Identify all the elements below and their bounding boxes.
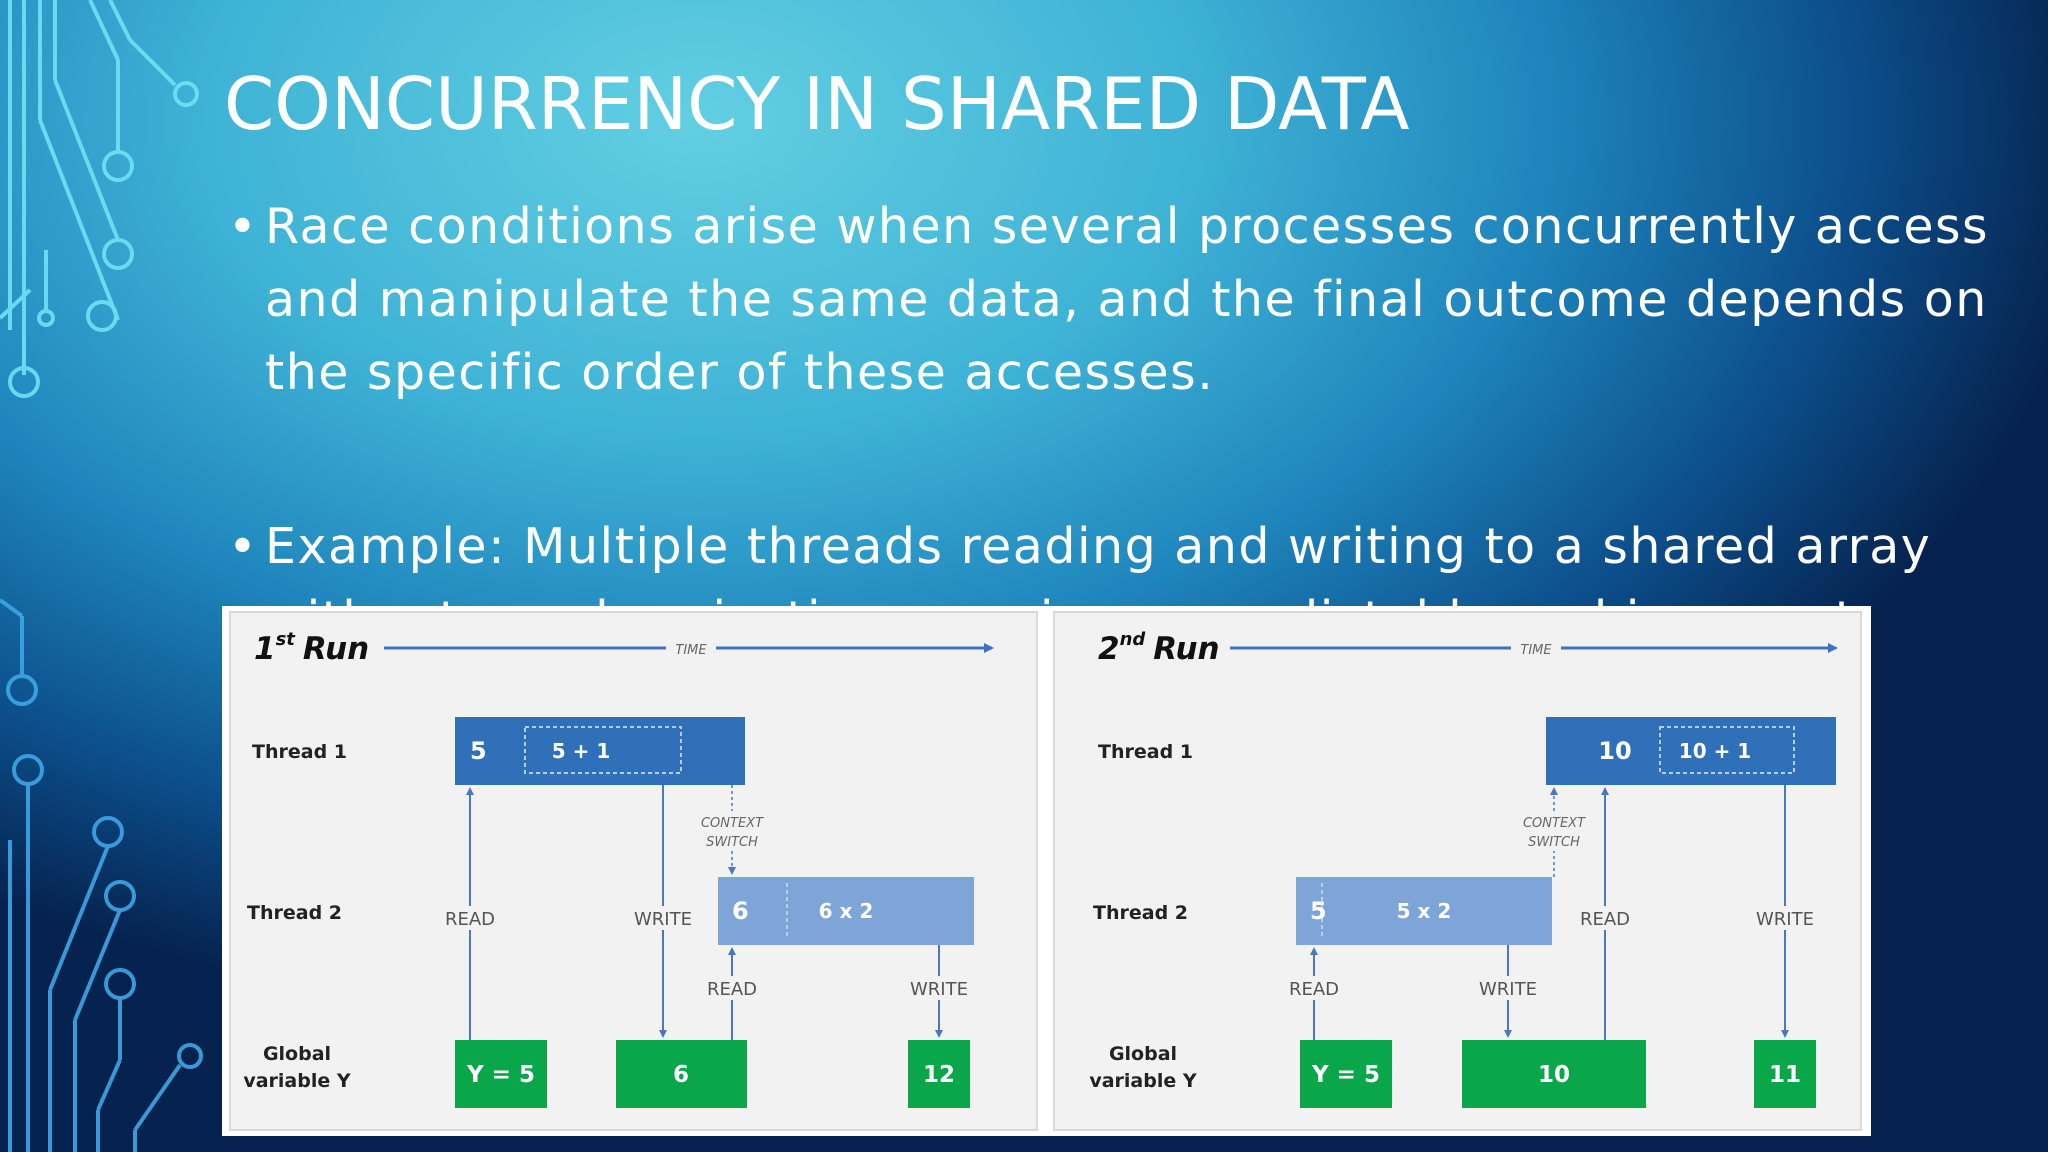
- run-2-global-label-line2: variable Y: [1089, 1070, 1197, 1092]
- run-2-global-label-line1: Global: [1109, 1043, 1177, 1065]
- run-2-background: [1053, 611, 1862, 1131]
- run-2-global-value-1: Y = 5: [1311, 1062, 1380, 1088]
- run-1-thread1-op: 5 + 1: [552, 739, 611, 763]
- run-1-read2-label: READ: [707, 979, 757, 1000]
- run-2-write1-label: WRITE: [1479, 979, 1537, 1000]
- run-1-thread1-value: 5: [470, 737, 487, 765]
- run-2-read1-bg: [1282, 976, 1346, 1000]
- run-2-global-value-2: 10: [1538, 1062, 1570, 1088]
- run-1-global-box-3: [908, 1040, 970, 1108]
- run-2-global-value-3: 11: [1769, 1062, 1801, 1088]
- run-2-read1-label: READ: [1289, 979, 1339, 1000]
- run-2-context-switch-line2: SWITCH: [1528, 835, 1580, 850]
- run-2-thread2-label: Thread 2: [1093, 902, 1188, 924]
- run-1-write1-bg: [628, 906, 698, 930]
- run-2-thread1-op-box: [1659, 726, 1795, 774]
- run-1-global-box-1: [455, 1040, 547, 1108]
- run-1-thread2-value: 6: [732, 897, 749, 925]
- run-2-thread1-op: 10 + 1: [1679, 739, 1751, 763]
- run-1-global-label-line2: variable Y: [243, 1070, 351, 1092]
- run-1-global-label-line1: Global: [263, 1043, 331, 1065]
- run-1-write2-label: WRITE: [910, 979, 968, 1000]
- run-2-thread1-label: Thread 1: [1098, 741, 1193, 763]
- run-1-read2-bg: [700, 976, 764, 1000]
- bullet-dot: •: [228, 198, 259, 255]
- run-2-global-box-2: [1462, 1040, 1646, 1108]
- run-1-thread1-op-box: [524, 726, 682, 774]
- run-2-read2-bg: [1573, 906, 1637, 930]
- run-1-thread2-label: Thread 2: [247, 902, 342, 924]
- run-2-read2-label: READ: [1580, 909, 1630, 930]
- run-2-global-box-3: [1754, 1040, 1816, 1108]
- run-2-time-label: TIME: [1520, 643, 1552, 658]
- run-1-write1-label: WRITE: [634, 909, 692, 930]
- run-1-thread2-box: [718, 877, 974, 945]
- run-1-time-label: TIME: [675, 643, 707, 658]
- run-1-context-switch-bg: [692, 811, 772, 851]
- run-1-thread2-op: 6 x 2: [819, 899, 874, 923]
- run-1-time-label-bg: [666, 638, 716, 658]
- run-2-thread1-value: 10: [1598, 737, 1631, 765]
- run-2-write2-bg: [1750, 906, 1820, 930]
- run-1-global-box-2: [616, 1040, 747, 1108]
- run-1-read1-label: READ: [445, 909, 495, 930]
- bullet-text: Race conditions arise when several proce…: [265, 198, 1990, 401]
- run-2-global-box-1: [1300, 1040, 1392, 1108]
- bullet-race-conditions: • Race conditions arise when several pro…: [228, 190, 2028, 409]
- circuit-decoration: [0, 0, 203, 1152]
- slide-title: CONCURRENCY IN SHARED DATA: [224, 62, 1410, 146]
- run-1-thread1-label: Thread 1: [252, 741, 347, 763]
- run-1-global-value-1: Y = 5: [466, 1062, 535, 1088]
- run-2-time-label-bg: [1511, 638, 1561, 658]
- run-2-write1-bg: [1473, 976, 1543, 1000]
- run-2-context-switch-bg: [1514, 811, 1594, 851]
- run-2-write2-label: WRITE: [1756, 909, 1814, 930]
- run-2-thread2-box: [1296, 877, 1552, 945]
- run-2-thread2-value: 5: [1310, 897, 1327, 925]
- run-2-context-switch-line1: CONTEXT: [1523, 816, 1586, 831]
- run-1-global-value-3: 12: [923, 1062, 955, 1088]
- run-1-read1-bg: [440, 906, 502, 930]
- bullet-dot: •: [228, 518, 259, 575]
- run-1-global-value-2: 6: [673, 1062, 689, 1088]
- run-1-context-switch-line1: CONTEXT: [701, 816, 764, 831]
- run-2-thread2-op: 5 x 2: [1397, 899, 1452, 923]
- run-1-context-switch-line2: SWITCH: [706, 835, 758, 850]
- run-1-write2-bg: [904, 976, 974, 1000]
